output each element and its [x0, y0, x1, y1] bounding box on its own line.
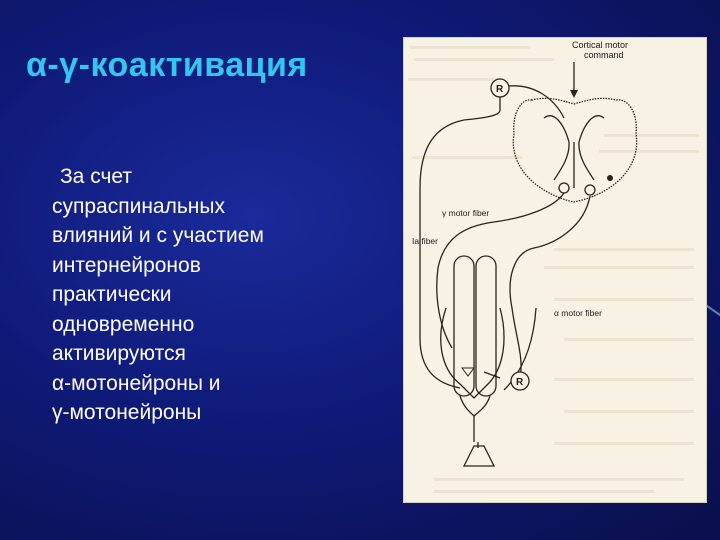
body-line: практически [52, 283, 172, 306]
coactivation-figure: Cortical motor command R γ motor fiber I… [404, 38, 706, 502]
ia-fiber-label: Ia fiber [412, 236, 438, 246]
renshaw-top-connection [508, 85, 565, 119]
renshaw-link [483, 371, 501, 379]
renshaw-bottom-label: R [516, 377, 524, 388]
gamma-motor-neuron-icon [558, 182, 570, 194]
muscle-spindle [440, 255, 505, 399]
neural-circuit-diagram: Cortical motor command R γ motor fiber I… [408, 40, 699, 493]
slide-title: α-γ-коактивация [26, 46, 308, 84]
tendon-upper [459, 395, 491, 417]
cortical-command-label-line2: command [584, 50, 624, 60]
body-line: интернейронов [52, 253, 201, 277]
body-line: одновременно [52, 312, 195, 336]
weight-icon [462, 445, 496, 467]
background-texture [408, 46, 699, 493]
cortical-command-label: Cortical motor [572, 40, 628, 50]
spinal-cord-section [512, 97, 638, 203]
interneuron-icon [607, 175, 613, 181]
body-line: супраспинальных [52, 194, 225, 218]
spindle-ending-icon [461, 367, 475, 377]
renshaw-top-label: R [496, 84, 504, 95]
body-line: γ-мотонейроны [52, 401, 202, 424]
body-line: За счет [60, 165, 133, 188]
renshaw-cell-bottom-icon [510, 371, 530, 391]
body-line: влияний и с участием [52, 224, 264, 247]
body-line: активируются [52, 342, 186, 365]
alpha-motor-neuron-icon [584, 184, 596, 196]
alpha-fiber-label: α motor fiber [554, 308, 602, 318]
alpha-fiber-path [509, 195, 591, 379]
gamma-fiber-label: γ motor fiber [442, 208, 489, 218]
body-line: α-мотонейроны и [52, 371, 221, 395]
slide-body-text: За счет супраспинальных влияний и с учас… [52, 162, 382, 428]
alpha-fiber-branch [503, 307, 537, 391]
arrow-icon [570, 90, 578, 98]
ia-fiber-path [419, 97, 501, 389]
gamma-fiber-path [436, 192, 565, 349]
